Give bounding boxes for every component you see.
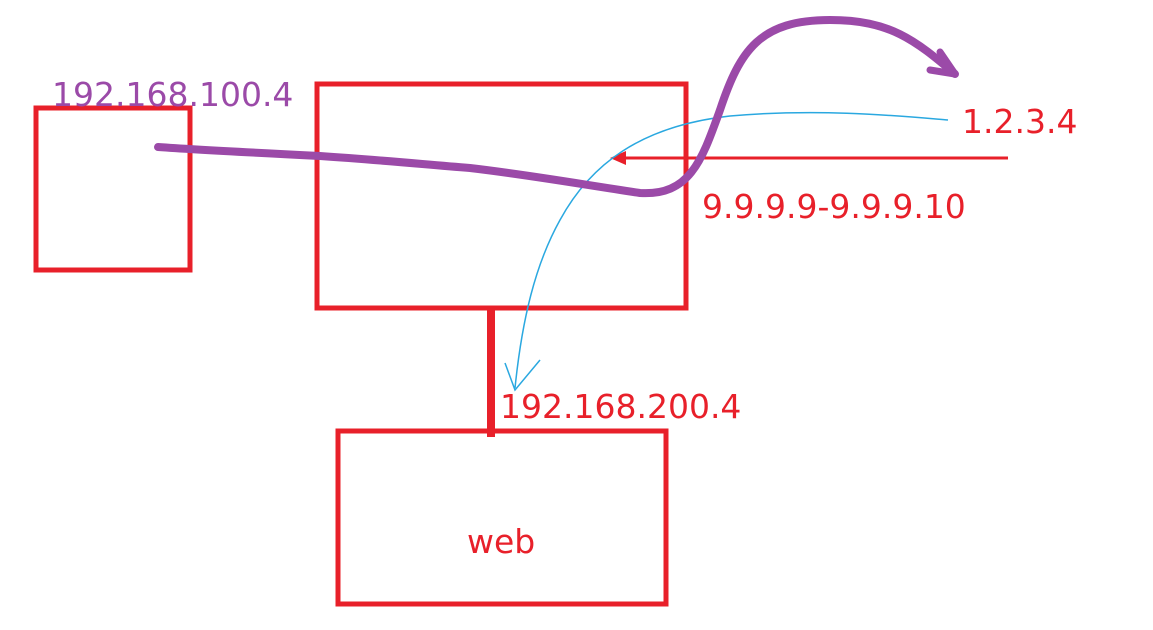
blue-nat-path bbox=[514, 111, 949, 389]
public-pool-label: 9.9.9.9-9.9.9.10 bbox=[702, 187, 966, 226]
web-server-label: web bbox=[467, 522, 535, 561]
left-host-ip-label: 192.168.100.4 bbox=[52, 75, 293, 114]
left-host-box bbox=[33, 105, 193, 273]
dmz-ip-label: 192.168.200.4 bbox=[500, 387, 741, 426]
blue-nat-arrowhead bbox=[504, 359, 541, 392]
firewall-box bbox=[314, 81, 689, 311]
inbound-arrow-head bbox=[610, 151, 626, 165]
purple-snat-arrowhead bbox=[926, 48, 959, 78]
external-ip-label: 1.2.3.4 bbox=[962, 102, 1077, 141]
purple-snat-path bbox=[154, 16, 959, 198]
web-server-box bbox=[335, 428, 669, 607]
